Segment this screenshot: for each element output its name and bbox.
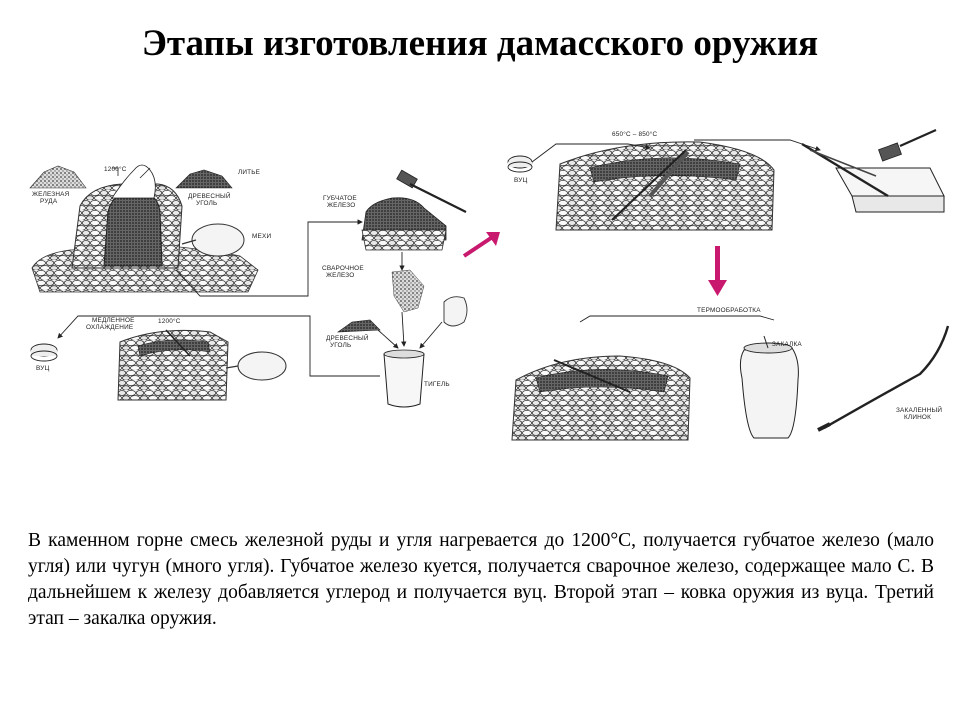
- label-charcoal-top-1: ДРЕВЕСНЫЙ: [188, 191, 231, 200]
- hammer-handle: [409, 183, 467, 213]
- label-weld-iron-1: СВАРОЧНОЕ: [322, 265, 364, 272]
- label-casting: ЛИТЬЕ: [238, 169, 260, 176]
- label-charcoal-bottom-1: ДРЕВЕСНЫЙ: [326, 333, 369, 342]
- label-heat-treatment: ТЕРМООБРАБОТКА: [697, 307, 761, 314]
- iron-ore-pile: [29, 165, 87, 189]
- label-sponge-iron-1: ГУБЧАТОЕ: [323, 195, 357, 202]
- label-bellows: МЕХИ: [252, 233, 271, 240]
- forging-hammer-handle: [899, 128, 937, 148]
- label-wootz-right: ВУЦ: [514, 177, 528, 184]
- quench-vessel: [739, 347, 799, 439]
- label-quenched-blade-2: КЛИНОК: [904, 414, 931, 421]
- label-charcoal-bottom-2: УГОЛЬ: [330, 342, 351, 349]
- label-quenched-blade-1: ЗАКАЛЕННЫЙ: [896, 405, 942, 414]
- heat-treatment-stage: ТЕРМООБРАБОТКА ЗАКАЛКА ЗАКАЛЕННЫЙ КЛИНОК: [511, 307, 950, 441]
- smelting-furnace: 1200°C ЖЕЛЕЗНАЯ РУДА ЛИТЬЕ ДРЕВЕСНЫЙ УГО…: [29, 164, 271, 293]
- slide-description: В каменном горне смесь железной руды и у…: [28, 530, 934, 629]
- crucible-station: ТИГЕЛЬ ДРЕВЕСНЫЙ УГОЛЬ: [326, 296, 468, 408]
- label-slow-cooling-1: МЕДЛЕННОЕ: [92, 317, 135, 324]
- label-quenching: ЗАКАЛКА: [772, 341, 802, 348]
- quenched-blade: [823, 325, 950, 430]
- slide-title: Этапы изготовления дамасского оружия: [141, 23, 819, 64]
- label-charcoal-top-2: УГОЛЬ: [196, 200, 217, 207]
- label-temp-1200-top: 1200°C: [104, 165, 127, 173]
- stage-arrows: [462, 232, 727, 296]
- forging-process-diagram: 1200°C ЖЕЛЕЗНАЯ РУДА ЛИТЬЕ ДРЕВЕСНЫЙ УГО…: [29, 128, 950, 441]
- cooling-furnace: МЕДЛЕННОЕ ОХЛАЖДЕНИЕ 1200°C ВУЦ: [30, 317, 287, 401]
- charcoal-pile: [175, 169, 233, 189]
- label-sponge-iron-2: ЖЕЛЕЗО: [327, 202, 355, 209]
- label-iron-ore-1: ЖЕЛЕЗНАЯ: [32, 191, 70, 198]
- flow-lines-stage1: [57, 219, 443, 377]
- label-wootz-left: ВУЦ: [36, 365, 50, 372]
- arrow-to-heat-treatment: [715, 246, 720, 282]
- forging-hammer-head: [878, 142, 902, 162]
- sponge-iron-station: ГУБЧАТОЕ ЖЕЛЕЗО СВАРОЧНОЕ ЖЕЛЕЗО: [322, 169, 467, 313]
- label-slow-cooling-2: ОХЛАЖДЕНИЕ: [86, 324, 133, 331]
- hammer-head: [396, 169, 418, 189]
- forging-stage: ВУЦ 650°C – 850°C: [507, 128, 945, 231]
- label-temp-range: 650°C – 850°C: [612, 130, 658, 138]
- anvil-top: [835, 167, 945, 197]
- label-temp-1200-bottom: 1200°C: [158, 317, 181, 325]
- arrow-to-forging: [462, 234, 496, 258]
- label-iron-ore-2: РУДА: [40, 198, 58, 205]
- bellows-shape: [191, 223, 245, 257]
- weld-iron-pile: [391, 269, 425, 313]
- label-weld-iron-2: ЖЕЛЕЗО: [326, 272, 354, 279]
- label-crucible: ТИГЕЛЬ: [424, 381, 450, 388]
